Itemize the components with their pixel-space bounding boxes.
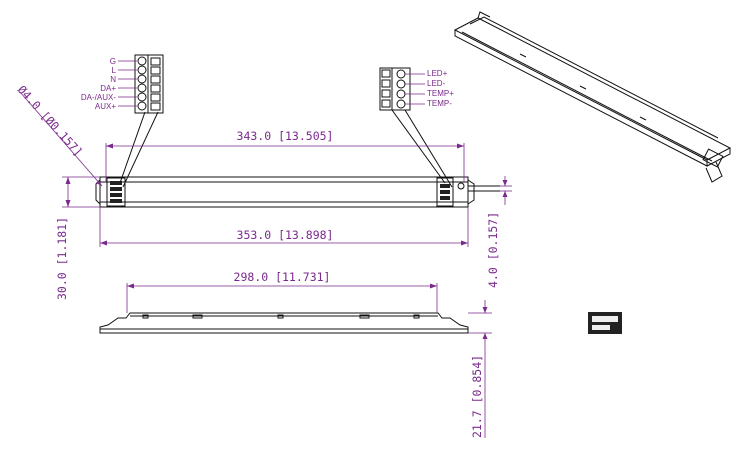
input-pin-label: DA-/AUX- bbox=[81, 93, 116, 102]
output-pin-slots bbox=[381, 69, 406, 109]
output-pin-label: LED+ bbox=[427, 69, 448, 78]
hole-diameter-dimension: Ø4.0 [Ø0.157] bbox=[15, 83, 86, 159]
side-span-dimension: 298.0 [11.731] bbox=[234, 270, 331, 284]
driver-body-top bbox=[99, 176, 469, 208]
output-terminal-block bbox=[436, 177, 465, 207]
mount-span-dimension: 343.0 [13.505] bbox=[237, 129, 334, 143]
output-pin-label: LED- bbox=[427, 79, 446, 88]
output-pin-label: TEMP+ bbox=[427, 89, 454, 98]
width-dimension: 30.0 [1.181] bbox=[55, 217, 69, 300]
input-pin-label: AUX+ bbox=[95, 102, 116, 111]
side-view bbox=[99, 312, 469, 334]
input-pin-label: L bbox=[112, 66, 117, 75]
input-terminal-block bbox=[106, 177, 126, 207]
input-pin-label: G bbox=[110, 57, 116, 66]
tab-dimension: 4.0 [0.157] bbox=[486, 212, 500, 288]
overall-length-dimension: 353.0 [13.898] bbox=[237, 228, 334, 242]
output-terminal-detail: LED+ LED- TEMP+ TEMP- bbox=[379, 67, 454, 111]
input-pin-label: DA+ bbox=[100, 84, 116, 93]
isometric-view bbox=[453, 11, 732, 183]
output-pin-label: TEMP- bbox=[427, 99, 452, 108]
input-terminal-detail: G L N DA+ DA-/AUX- AUX+ bbox=[81, 54, 164, 114]
top-view bbox=[95, 176, 500, 208]
height-dimension: 21.7 [0.854] bbox=[470, 355, 484, 438]
driver-body-side bbox=[99, 312, 469, 334]
input-pin-slots bbox=[137, 56, 161, 111]
input-pin-label: N bbox=[110, 75, 116, 84]
product-label-icon bbox=[588, 312, 622, 334]
